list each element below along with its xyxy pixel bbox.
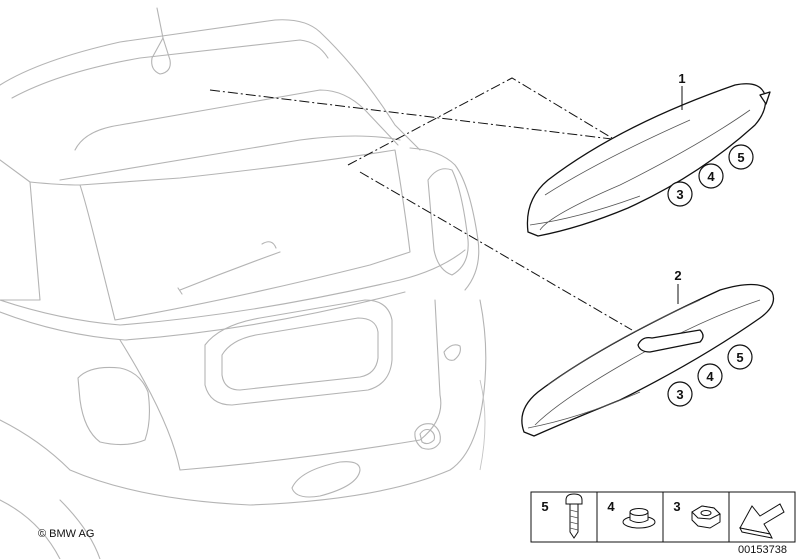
spoiler-lower-contour <box>527 299 761 429</box>
rear-quarter <box>409 147 480 291</box>
callout-upper-5: 5 <box>737 150 744 165</box>
shoulder-line-2 <box>0 291 406 341</box>
shoulder-line <box>0 249 466 326</box>
c-pillar <box>0 159 41 301</box>
rear-fog-light <box>291 461 361 498</box>
brake-light-slot <box>637 329 704 353</box>
roof-outline <box>0 19 421 151</box>
callout-1: 1 <box>678 71 685 86</box>
legend-number-4: 4 <box>607 499 615 514</box>
callout-lower-4: 4 <box>706 369 714 384</box>
assembly-line-upper-2 <box>347 77 613 166</box>
callout-circle <box>698 163 724 189</box>
tail-light-left <box>77 366 151 446</box>
number-plate-recess <box>204 299 393 406</box>
nut-icon <box>691 505 721 529</box>
copyright: © BMW AG <box>38 528 94 540</box>
tail-light-right <box>427 168 469 276</box>
callout-circle <box>667 381 693 407</box>
tailgate <box>119 299 442 471</box>
assembly-line-upper <box>209 89 621 141</box>
direction-arrow-icon <box>739 503 785 539</box>
fastener-legend: 5 4 3 <box>530 491 796 543</box>
callout-2: 2 <box>674 268 681 283</box>
bumper-lower <box>59 499 101 559</box>
exhaust-pipe <box>414 423 441 450</box>
callout-lower-5: 5 <box>736 350 743 365</box>
plate-inner <box>221 317 379 391</box>
reflector <box>443 344 461 361</box>
roof-edge <box>11 39 329 99</box>
rear-roof-spoiler <box>74 89 399 151</box>
callout-upper-3: 3 <box>676 187 683 202</box>
pillar-top <box>29 181 81 186</box>
legend-number-5: 5 <box>541 499 548 514</box>
antenna-icon <box>151 7 171 75</box>
grommet-icon <box>622 508 656 529</box>
wheel-arch <box>0 499 61 559</box>
legend-number-3: 3 <box>673 499 680 514</box>
legend-cell-screw <box>530 491 598 543</box>
rear-window <box>79 149 411 321</box>
roof-spoiler-line <box>59 135 401 181</box>
callout-circle <box>727 344 753 370</box>
callouts-lower: 3 4 5 <box>667 344 753 407</box>
spoiler-upper-tip <box>759 91 771 105</box>
screw-icon <box>565 493 583 539</box>
body-side <box>479 379 486 471</box>
rear-wiper <box>177 241 281 295</box>
assembly-lines <box>209 77 633 331</box>
spoiler-upper-contour <box>529 109 751 231</box>
callout-circle <box>667 181 693 207</box>
assembly-line-lower <box>359 171 633 331</box>
callout-circle <box>697 363 723 389</box>
callouts-upper: 3 4 5 <box>667 144 754 207</box>
callout-circle <box>728 144 754 170</box>
diagram-id: 00153738 <box>738 544 787 556</box>
callout-upper-4: 4 <box>707 169 715 184</box>
rear-bumper <box>0 299 487 506</box>
callout-lower-3: 3 <box>676 387 683 402</box>
spoiler-upper: 1 <box>526 71 771 237</box>
car-rear-illustration <box>0 7 487 559</box>
spoiler-lower: 2 <box>521 268 775 437</box>
